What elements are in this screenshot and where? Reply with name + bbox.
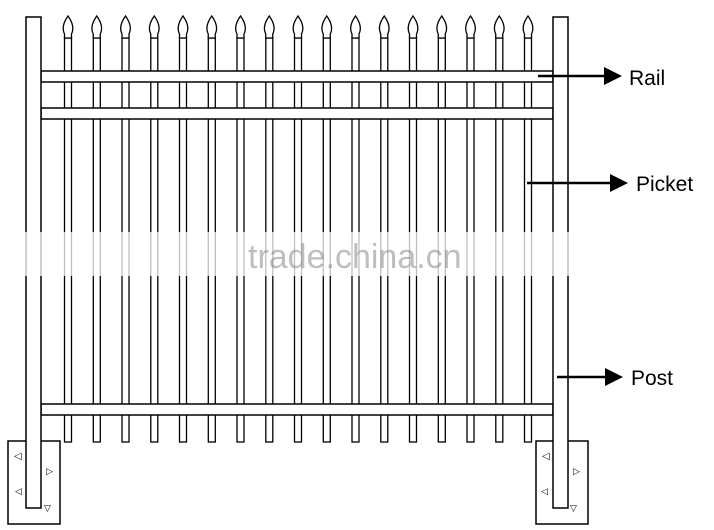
picket-spear-tip-icon <box>62 14 74 39</box>
picket-spear-tip-icon <box>522 14 534 39</box>
picket-spear-tip-icon <box>263 14 275 39</box>
svg-text:▽: ▽ <box>570 504 577 514</box>
svg-text:◁: ◁ <box>15 487 22 497</box>
picket-spear-tip-icon <box>436 14 448 39</box>
rail-label: Rail <box>629 67 665 90</box>
picket-spear-tip-icon <box>378 14 390 39</box>
picket-spear-tip-icon <box>206 14 218 39</box>
bottom-rail <box>40 403 554 416</box>
post-label: Post <box>631 367 673 390</box>
rail-callout: Rail <box>538 67 665 90</box>
picket-spear-tip-icon <box>407 14 419 39</box>
picket-label: Picket <box>636 173 693 196</box>
picket-callout: Picket <box>527 173 693 196</box>
picket-spear-tip-icon <box>350 14 361 39</box>
picket-spear-tip-icon <box>292 14 304 39</box>
picket-spear-tip-icon <box>120 14 131 39</box>
svg-text:◁: ◁ <box>541 487 548 497</box>
rail-arrow-icon <box>604 67 622 85</box>
svg-text:▽: ▽ <box>44 504 51 514</box>
post-callout: Post <box>557 367 673 390</box>
svg-text:◁: ◁ <box>14 451 22 462</box>
picket-spear-tip-icon <box>177 14 189 39</box>
top-rail <box>40 70 554 83</box>
picket-spear-tip-icon <box>465 14 476 39</box>
post-arrow-icon <box>605 368 623 386</box>
svg-text:◁: ◁ <box>542 451 550 462</box>
svg-text:▷: ▷ <box>46 467 53 477</box>
picket-spear-tip-icon <box>235 14 246 39</box>
picket-spear-tip-icon <box>148 14 160 39</box>
watermark-band <box>20 232 580 276</box>
watermark-text: trade.china.cn <box>248 238 462 276</box>
svg-text:▷: ▷ <box>573 467 580 477</box>
picket-spear-tip-icon <box>321 14 333 39</box>
picket-arrow-icon <box>610 174 628 192</box>
picket-spear-tip-icon <box>91 14 103 39</box>
picket-spear-tip-icon <box>493 14 505 39</box>
middle-rail <box>40 107 554 120</box>
